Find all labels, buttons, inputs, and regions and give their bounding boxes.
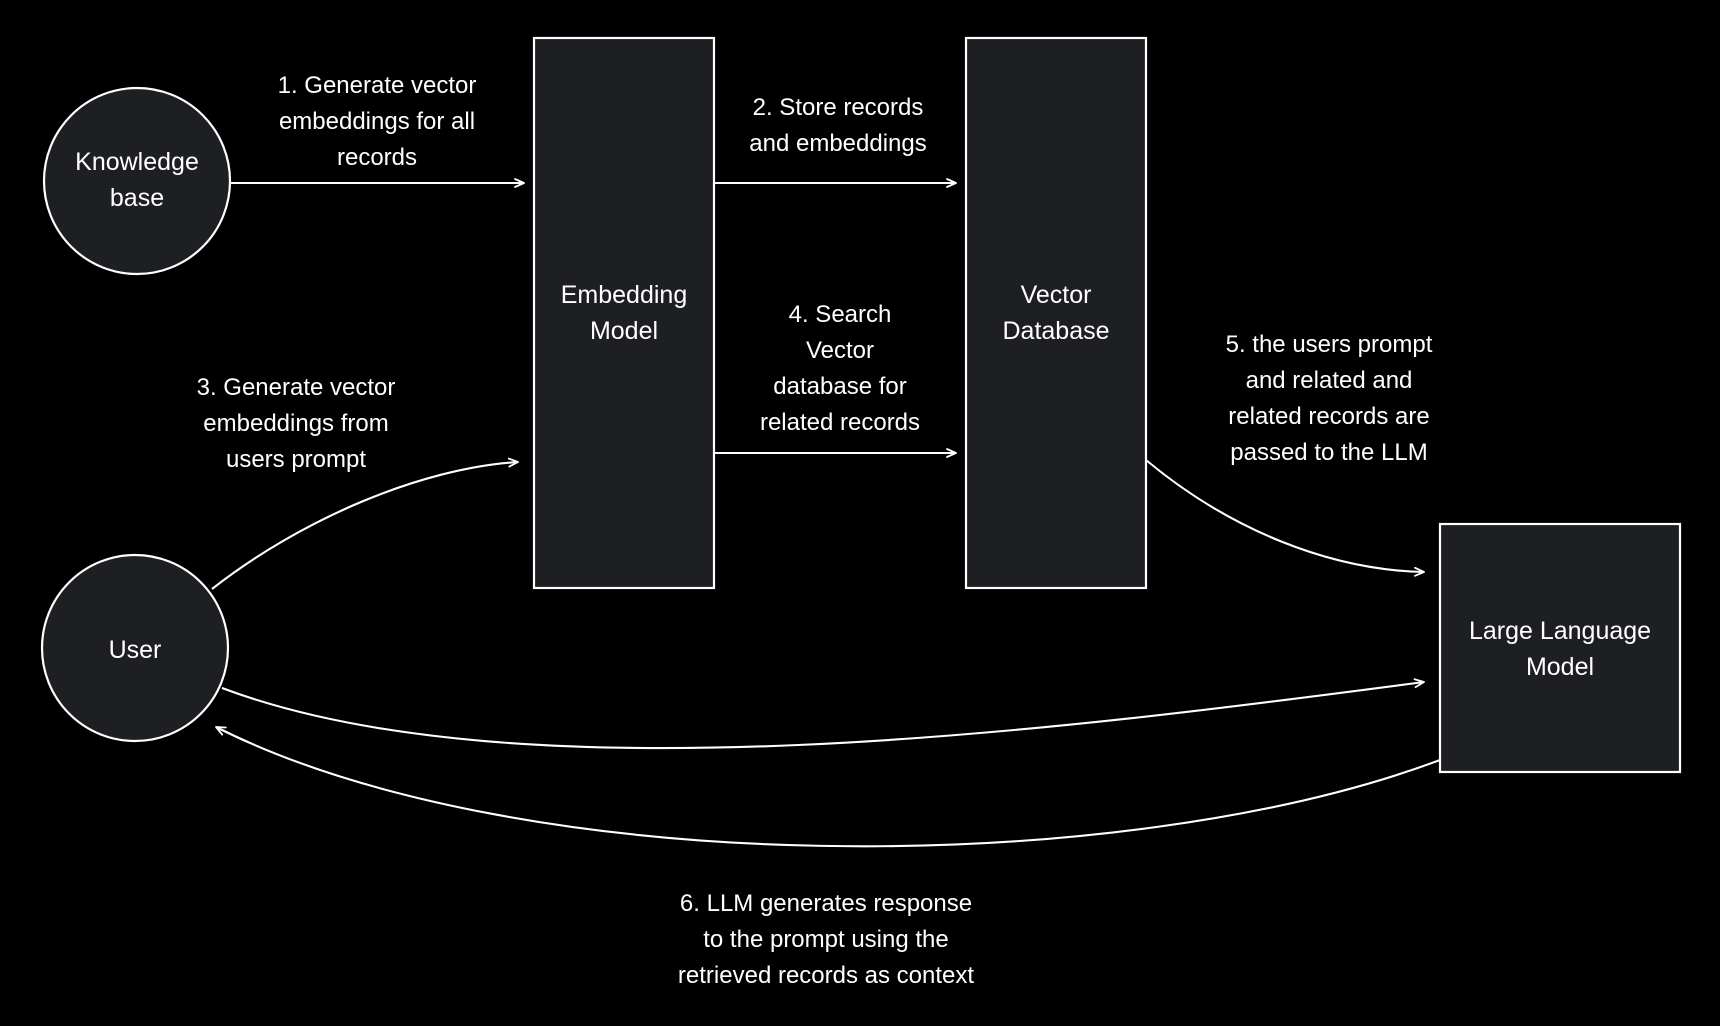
edge-user-to-llm-arrow bbox=[221, 678, 1425, 750]
edge-step6-arrow bbox=[215, 726, 1441, 848]
node-large-language-model[interactable] bbox=[1438, 522, 1682, 774]
edge-step5-arrow bbox=[1145, 459, 1425, 577]
node-vector-database[interactable] bbox=[964, 36, 1148, 590]
node-knowledge-base[interactable] bbox=[42, 86, 232, 276]
edge-step3-arrow bbox=[211, 457, 519, 590]
node-user[interactable] bbox=[40, 553, 230, 743]
node-embedding-model[interactable] bbox=[532, 36, 716, 590]
